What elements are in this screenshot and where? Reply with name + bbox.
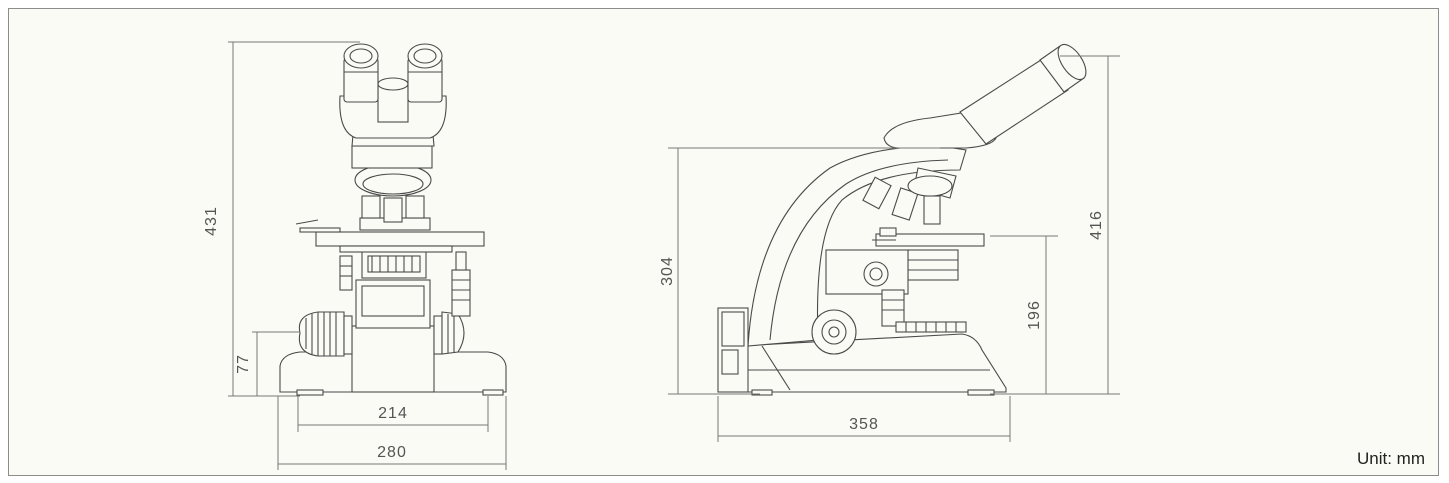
- front-inner-width-label: 214: [378, 405, 408, 422]
- front-dimensions: [228, 41, 507, 470]
- side-total-height-label: 416: [1088, 210, 1105, 240]
- drawing-frame: [8, 8, 1439, 476]
- unit-label: Unit: mm: [1357, 449, 1425, 468]
- front-base-height-label: 77: [235, 354, 252, 374]
- side-view: [717, 43, 1087, 396]
- front-height-label: 431: [203, 206, 220, 236]
- front-view: [279, 43, 507, 396]
- front-outer-width-label: 280: [377, 444, 407, 461]
- side-stage-height-label: 196: [1026, 300, 1043, 330]
- side-arm-height-label: 304: [659, 256, 676, 286]
- side-depth-label: 358: [849, 416, 879, 433]
- side-dimensions: [668, 55, 1120, 442]
